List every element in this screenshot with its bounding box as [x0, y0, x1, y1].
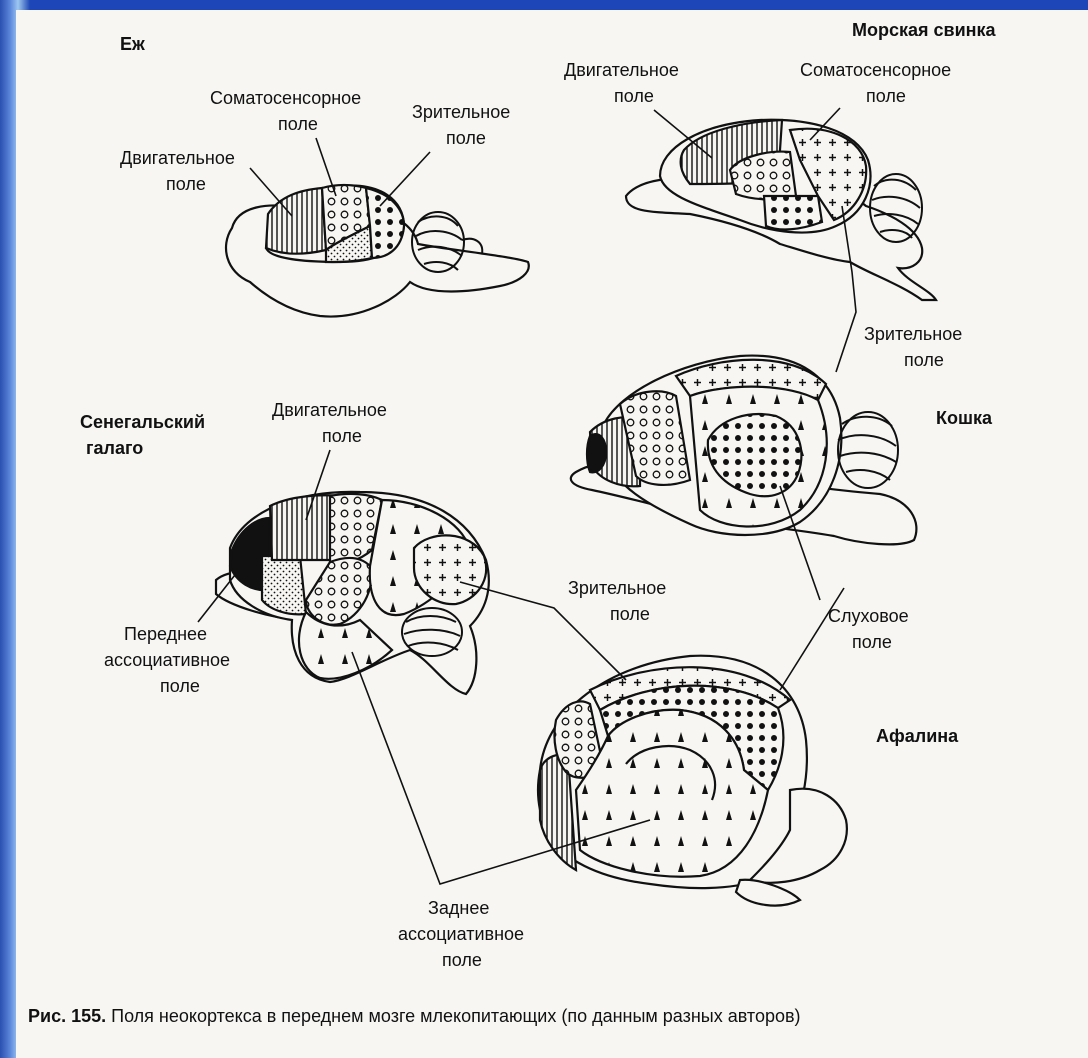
species-galago-line1: Сенегальский — [80, 412, 205, 432]
label-guinea-motor-2: поле — [614, 86, 654, 106]
label-posterior-assoc-1: Заднее — [428, 898, 489, 918]
species-dolphin: Афалина — [876, 726, 959, 746]
label-anterior-assoc-1: Переднее — [124, 624, 207, 644]
galago-brain — [216, 492, 489, 694]
label-hedgehog-motor-2: поле — [166, 174, 206, 194]
label-guinea-motor-1: Двигательное — [564, 60, 679, 80]
label-cat-visual-2: поле — [904, 350, 944, 370]
label-galago-motor-2: поле — [322, 426, 362, 446]
label-guinea-soma-1: Соматосенсорное — [800, 60, 951, 80]
label-hedgehog-soma-1: Соматосенсорное — [210, 88, 361, 108]
label-cat-visual-1: Зрительное — [864, 324, 962, 344]
label-center-visual-1: Зрительное — [568, 578, 666, 598]
species-hedgehog: Еж — [120, 34, 145, 54]
label-hedgehog-visual-2: поле — [446, 128, 486, 148]
label-anterior-assoc-2: ассоциативное — [104, 650, 230, 670]
label-posterior-assoc-3: поле — [442, 950, 482, 970]
figure-caption: Рис. 155. Поля неокортекса в переднем мо… — [28, 1006, 801, 1026]
label-hedgehog-visual-1: Зрительное — [412, 102, 510, 122]
label-auditory-2: поле — [852, 632, 892, 652]
species-galago-line2: галаго — [86, 438, 143, 458]
label-guinea-soma-2: поле — [866, 86, 906, 106]
cat-brain — [571, 356, 917, 545]
species-guinea-pig: Морская свинка — [852, 20, 997, 40]
caption-figure-number: Рис. 155. — [28, 1006, 106, 1026]
label-posterior-assoc-2: ассоциативное — [398, 924, 524, 944]
label-auditory-1: Слуховое — [828, 606, 909, 626]
label-hedgehog-soma-2: поле — [278, 114, 318, 134]
dolphin-brain — [538, 656, 847, 906]
label-anterior-assoc-3: поле — [160, 676, 200, 696]
hedgehog-brain — [226, 185, 529, 317]
species-cat: Кошка — [936, 408, 993, 428]
caption-text: Поля неокортекса в переднем мозге млекоп… — [106, 1006, 800, 1026]
label-galago-motor-1: Двигательное — [272, 400, 387, 420]
label-center-visual-2: поле — [610, 604, 650, 624]
guinea-pig-brain — [626, 120, 936, 300]
label-hedgehog-motor-1: Двигательное — [120, 148, 235, 168]
